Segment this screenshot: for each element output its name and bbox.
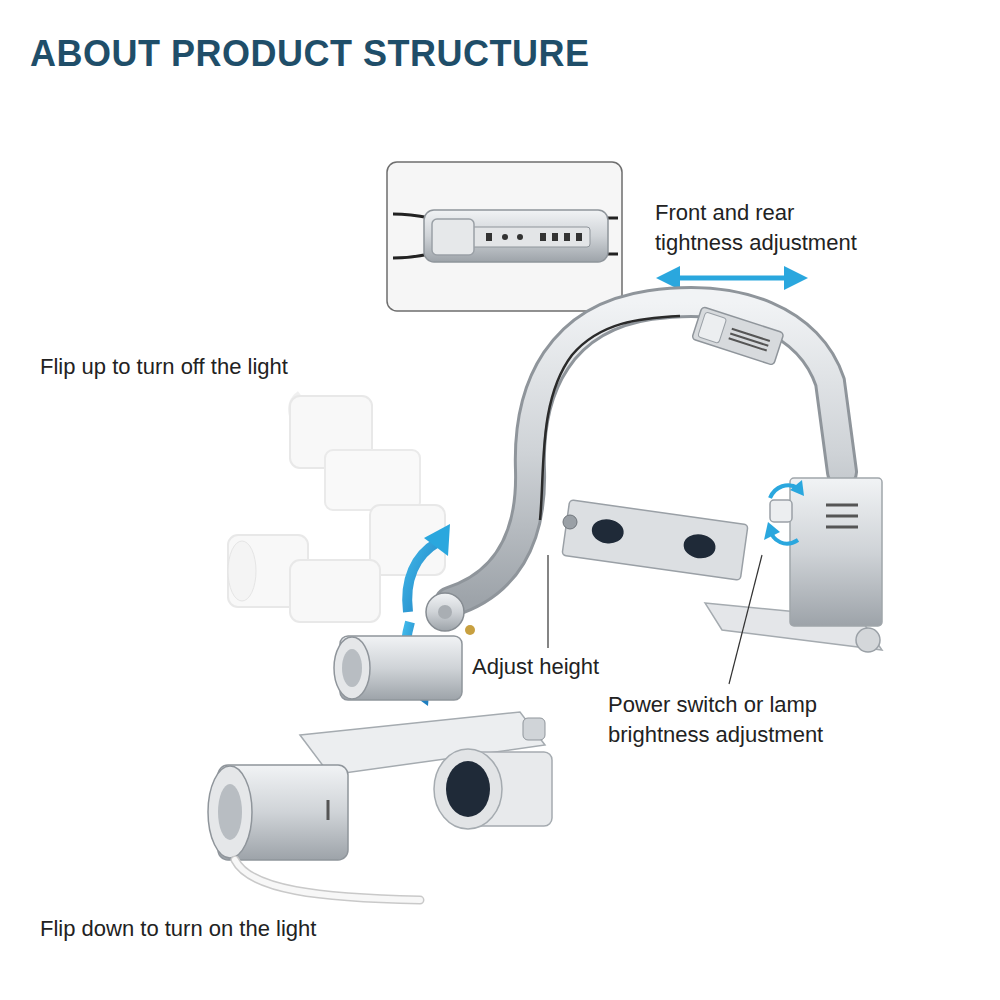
power-box (705, 478, 882, 652)
callout-label: Flip down to turn on the light (40, 914, 316, 944)
callout-label: Power switch or lamp brightness adjustme… (608, 690, 908, 750)
page-title: ABOUT PRODUCT STRUCTURE (30, 32, 589, 75)
callout-label: Adjust height (472, 652, 599, 682)
callout-label: Flip up to turn off the light (40, 352, 288, 382)
callout-label: Front and rear tightness adjustment (655, 198, 875, 258)
inset-detail (387, 162, 622, 311)
head-pad (562, 500, 748, 581)
hinge (426, 593, 475, 635)
rotate-arrows (764, 480, 804, 544)
headband (450, 302, 842, 602)
loupe-flipped-up (228, 394, 445, 622)
